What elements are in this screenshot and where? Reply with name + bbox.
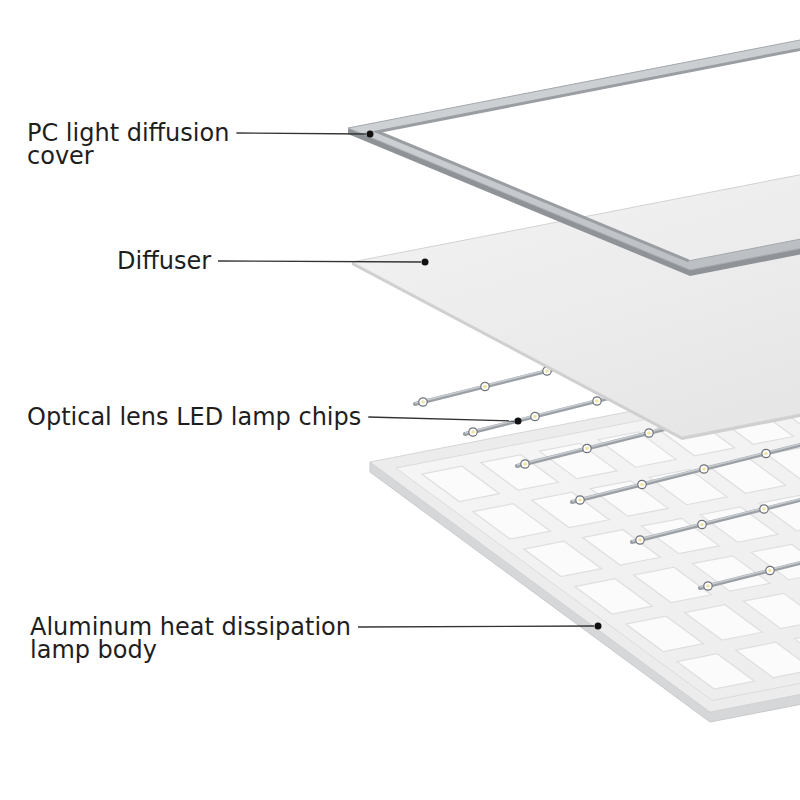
diffuser-sheet — [352, 153, 800, 437]
grid-cell — [626, 616, 704, 651]
led-lens — [471, 430, 475, 434]
led-chip — [700, 465, 708, 473]
part-label: Optical lens LED lamp chips — [27, 406, 387, 429]
led-chip — [762, 449, 770, 457]
led-chip — [576, 496, 584, 504]
leader-dot — [422, 259, 429, 266]
grid-cell — [743, 593, 800, 628]
led-strip-highlight — [700, 557, 800, 587]
led-strip — [572, 440, 800, 502]
grid-cell — [685, 605, 763, 640]
led-chip — [645, 429, 653, 437]
part-label: Diffuser — [117, 250, 317, 273]
leader-dot — [367, 131, 374, 138]
led-lens — [595, 399, 599, 403]
leader-line — [368, 417, 514, 421]
led-lens — [638, 538, 642, 542]
led-lens — [585, 447, 589, 451]
grid-cell — [473, 504, 551, 539]
grid-cell — [677, 654, 755, 689]
led-strip-highlight — [572, 439, 800, 501]
frame-top — [348, 19, 800, 270]
led-lens — [640, 483, 644, 487]
part-label: PC light diffusion cover — [27, 122, 267, 168]
grid-cell — [634, 567, 712, 602]
led-lens — [702, 467, 706, 471]
led-lens — [483, 385, 487, 389]
led-lens — [706, 584, 710, 588]
leader-line — [358, 626, 594, 627]
led-chip — [521, 460, 529, 468]
led-lens — [421, 400, 425, 404]
grid-cell — [539, 443, 617, 478]
leader-line — [236, 133, 366, 134]
led-lens — [700, 523, 704, 527]
grid-cell — [575, 579, 653, 614]
led-chip — [698, 520, 706, 528]
grid-cell — [583, 530, 661, 565]
led-lens — [578, 498, 582, 502]
led-chip — [469, 428, 477, 436]
led-chip — [636, 536, 644, 544]
grid-cell — [736, 642, 800, 677]
led-chip — [704, 582, 712, 590]
led-chip — [766, 566, 774, 574]
led-strip-highlight — [632, 494, 800, 541]
led-chip — [419, 398, 427, 406]
led-lens — [764, 452, 768, 456]
led-lens — [762, 507, 766, 511]
led-strip — [700, 558, 800, 588]
led-chip — [583, 444, 591, 452]
grid-cell — [422, 466, 500, 501]
led-lens — [768, 569, 772, 573]
led-lens — [523, 462, 527, 466]
led-lens — [647, 431, 651, 435]
led-lens — [545, 369, 549, 373]
led-chip — [638, 480, 646, 488]
led-chip — [481, 382, 489, 390]
part-label: Aluminum heat dissipation lamp body — [30, 616, 375, 662]
led-chip — [531, 412, 539, 420]
led-chip — [593, 397, 601, 405]
leader-dot — [595, 623, 602, 630]
grid-cell — [524, 541, 602, 576]
leader-line — [218, 261, 421, 262]
led-chip — [760, 505, 768, 513]
leader-dot — [515, 418, 522, 425]
led-strip — [632, 495, 800, 542]
led-lens — [533, 415, 537, 419]
grid-cell — [794, 631, 800, 666]
frame-inner-wall — [377, 28, 800, 261]
